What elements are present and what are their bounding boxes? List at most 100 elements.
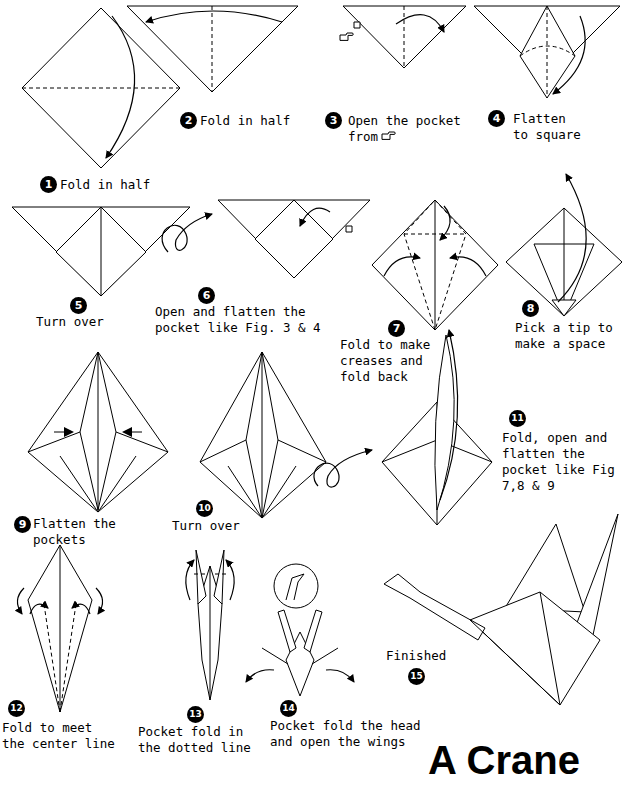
label-holder: Flatten to square [513, 111, 583, 143]
label-holder: 8 [522, 300, 539, 317]
step12-figure-part [72, 604, 90, 614]
step4-figure-part [520, 6, 575, 98]
step3-figure [340, 6, 466, 68]
step-number: 10 [196, 500, 213, 517]
label-holder: Turn over [36, 314, 104, 330]
step14-figure-part [246, 670, 274, 682]
label-holder: 2 [180, 112, 197, 129]
step-caption: Pick a tip to make a space [515, 320, 615, 352]
step-number: 3 [325, 112, 342, 129]
hand-icon-part [382, 132, 395, 139]
step2-figure-part [146, 11, 282, 22]
step-number: 11 [509, 410, 526, 427]
step14-figure-part [326, 670, 354, 682]
label-holder: 15 [408, 668, 425, 685]
label-holder: Pick a tip to make a space [515, 320, 615, 352]
step-caption: Finished [386, 648, 446, 664]
finished-crane-part [470, 592, 560, 705]
label-holder: Fold in half [60, 177, 150, 193]
step8-figure-part [552, 300, 576, 316]
step10-figure-part [200, 352, 326, 518]
step14-figure-part [278, 610, 296, 652]
step-caption: Flatten the pockets [33, 516, 118, 548]
label-holder: Finished [386, 648, 446, 664]
label-holder: Open and flatten the pocket like Fig. 3 … [155, 304, 323, 336]
step8-figure-part [506, 208, 622, 316]
step-number: 6 [198, 287, 215, 304]
step13-figure-part [186, 560, 194, 600]
step5-figure-part [12, 207, 190, 296]
step14-figure-part [274, 564, 318, 608]
label-holder: 5 [70, 297, 87, 314]
hand-icon [382, 132, 395, 139]
step-number: 5 [70, 297, 87, 314]
label-holder: 7 [388, 320, 405, 337]
step-caption: Fold in half [60, 177, 150, 193]
label-holder: Flatten the pockets [33, 516, 118, 548]
step5-figure [12, 207, 212, 296]
step-number: 13 [187, 706, 204, 723]
step9-figure-part [122, 427, 132, 437]
step12-figure-part [28, 545, 92, 712]
label-holder: Pocket fold in the dotted line [138, 724, 254, 756]
step-number: 7 [388, 320, 405, 337]
label-holder: Pocket fold the head and open the wings [270, 718, 424, 750]
label-holder: 1 [40, 176, 57, 193]
step10-figure-part [314, 450, 372, 487]
step-caption: Fold to meet the center line [2, 720, 118, 752]
step12-figure [17, 545, 102, 712]
step11-figure-part [435, 335, 454, 510]
label-holder: 6 [198, 287, 215, 304]
label-holder: 3 [325, 112, 342, 129]
step6-figure-part [300, 208, 330, 226]
step-number: 1 [40, 176, 57, 193]
label-holder: 9 [14, 516, 31, 533]
step14-figure-part [304, 610, 322, 652]
finished-crane-part [575, 514, 618, 640]
step2-figure [127, 6, 298, 92]
step-caption: Fold in half [200, 113, 290, 129]
label-holder: Fold, open and flatten the pocket like F… [502, 430, 618, 494]
step13-figure [186, 550, 234, 700]
label-holder: Fold to make creases and fold back [340, 337, 435, 385]
step-number: 14 [280, 700, 297, 717]
step2-figure-part [212, 6, 213, 92]
label-holder: 4 [488, 110, 505, 127]
step5-figure-part [101, 207, 102, 296]
step-number: 12 [8, 700, 25, 717]
step8-figure-part [558, 174, 586, 302]
step13-figure-part [194, 574, 226, 575]
step-caption: Pocket fold the head and open the wings [270, 718, 424, 750]
step-caption: Flatten to square [513, 111, 583, 143]
step1-figure-part [106, 16, 135, 158]
step13-figure-part [196, 550, 206, 604]
step7-figure-part [440, 206, 450, 240]
step9-figure-part [64, 427, 74, 437]
step12-figure-part [44, 604, 76, 712]
step-number: 4 [488, 110, 505, 127]
step14-figure-part [286, 574, 304, 600]
finished-crane-part [470, 592, 600, 705]
step7-figure-part [450, 257, 486, 276]
title-holder: A Crane [428, 740, 580, 780]
step9-figure [28, 352, 168, 512]
step7-figure-part [435, 200, 436, 330]
step6-figure-part [255, 200, 333, 278]
step6-figure [218, 200, 370, 278]
step-number: 8 [522, 300, 539, 317]
label-holder: 11 [509, 410, 526, 427]
step10-figure-part [200, 352, 326, 518]
step12-figure-part [60, 545, 61, 712]
step-number: 15 [408, 668, 425, 685]
step14-figure-part [262, 648, 338, 664]
step9-figure-part [28, 352, 168, 512]
step-number: 2 [180, 112, 197, 129]
step3-figure-part [340, 33, 353, 40]
label-holder: Turn over [172, 518, 240, 534]
step-caption: Pocket fold in the dotted line [138, 724, 254, 756]
step4-figure-part [553, 16, 585, 94]
step-caption: Turn over [172, 518, 240, 534]
label-holder: 12 [8, 700, 25, 717]
step13-figure-part [214, 550, 224, 604]
